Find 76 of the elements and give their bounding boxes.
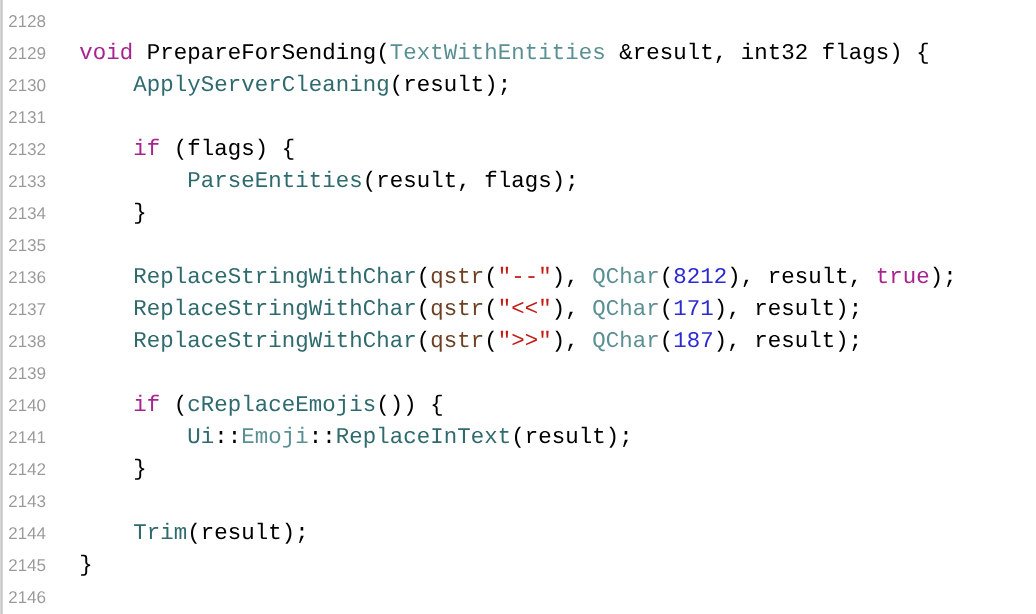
code-text: ::	[314, 431, 331, 443]
line-number: 2143	[9, 495, 46, 508]
line-number: 2129	[9, 47, 46, 60]
code-text: );	[933, 266, 952, 288]
code-text: ), result);	[717, 330, 858, 352]
code-text: true	[877, 268, 929, 284]
code-text: 171	[674, 300, 713, 315]
line-number: 2142	[9, 463, 46, 475]
code-text: ()) {	[379, 394, 442, 416]
line-number: 2135	[9, 239, 46, 252]
code-text: Ui	[188, 426, 214, 444]
line-number: 2146	[9, 591, 46, 604]
code-text: ::	[219, 431, 236, 443]
code-text: (	[663, 298, 670, 320]
code-text: ReplaceStringWithChar	[135, 330, 415, 352]
code-text: QChar	[593, 330, 658, 352]
code-text: (	[420, 330, 427, 352]
line-number: 2131	[9, 111, 46, 124]
line-number: 2145	[9, 559, 46, 572]
code-text: PrepareForSending(	[148, 42, 386, 64]
code-text: (	[487, 330, 494, 352]
line-number: 2136	[9, 271, 46, 284]
line-number: 2138	[9, 335, 46, 348]
code-text: ApplyServerCleaning	[133, 74, 388, 96]
code-text: QChar	[593, 298, 658, 320]
code-text: TextWithEntities	[390, 42, 604, 60]
code-text: Trim	[134, 522, 187, 539]
code-text: (	[420, 298, 427, 320]
code-text: 187	[674, 331, 712, 348]
code-text: }	[135, 458, 145, 480]
code-text: ),	[555, 298, 573, 320]
code-text: &result, int32 flags) {	[619, 42, 928, 64]
line-number: 2140	[9, 399, 46, 412]
code-text: "<<"	[500, 298, 549, 314]
code-text: void	[79, 42, 132, 60]
code-text: (result);	[190, 522, 304, 544]
code-text: Emoji	[243, 426, 308, 448]
code-text: (	[663, 266, 670, 288]
line-number: 2139	[9, 367, 46, 380]
code-text: (	[663, 330, 670, 352]
code-text: cReplaceEmojis	[188, 394, 375, 416]
code-text: ReplaceStringWithChar	[135, 298, 415, 320]
code-text: ">>"	[500, 330, 549, 346]
line-number: 2130	[9, 79, 46, 92]
code-text: ), result);	[717, 298, 858, 320]
code-text: (flags) {	[177, 138, 294, 160]
line-number: 2133	[9, 175, 46, 188]
line-number: 2141	[9, 431, 46, 443]
code-text: qstr	[431, 332, 483, 352]
code-text: qstr	[431, 300, 483, 320]
code-text: qstr	[431, 268, 483, 288]
code-text: if	[134, 394, 159, 411]
code-text: (result, flags);	[366, 170, 574, 192]
code-text: }	[81, 554, 91, 576]
code-text: QChar	[593, 266, 658, 288]
code-text: ParseEntities	[189, 170, 361, 188]
code-text: if	[134, 138, 159, 155]
code-text: (	[487, 298, 494, 320]
code-text: 8212	[674, 267, 726, 284]
code-text: }	[135, 202, 145, 224]
code-text: ),	[555, 330, 573, 352]
code-text: ),	[555, 266, 573, 288]
code-text: (result);	[514, 426, 628, 448]
line-number: 2132	[9, 143, 46, 156]
code-text: "--"	[500, 266, 549, 278]
code-text: (	[177, 394, 184, 416]
code-text: ReplaceStringWithChar	[135, 266, 415, 288]
line-number: 2128	[9, 15, 46, 28]
code-text: ReplaceInText	[337, 426, 509, 448]
code-text: ), result,	[730, 266, 857, 288]
code-text: (	[420, 266, 427, 288]
line-number: 2144	[9, 527, 46, 539]
line-number: 2137	[9, 303, 46, 316]
line-number: 2134	[9, 207, 46, 220]
code-text: (	[487, 266, 494, 288]
code-text: (result);	[393, 74, 507, 96]
